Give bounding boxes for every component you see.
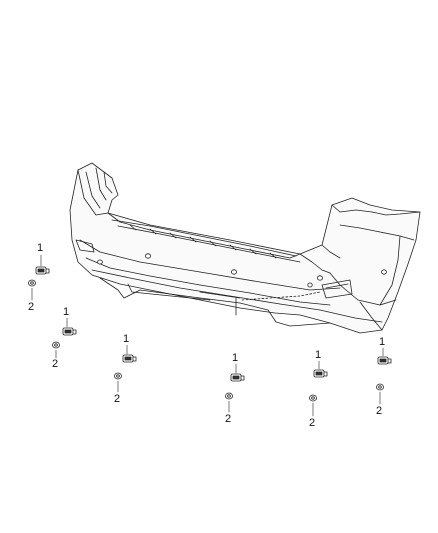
retainer-2f bbox=[376, 383, 384, 391]
rear-bumper-fascia bbox=[69, 162, 421, 334]
leader-lines bbox=[31, 254, 384, 417]
callout-2a: 2 bbox=[28, 301, 35, 313]
callout-2f: 2 bbox=[376, 405, 383, 417]
sensor-1e bbox=[313, 369, 328, 378]
sensor-1f bbox=[377, 356, 392, 365]
callout-2c: 2 bbox=[114, 393, 121, 405]
retainer-2c bbox=[114, 372, 122, 380]
callout-2d: 2 bbox=[225, 413, 232, 425]
callout-1f: 1 bbox=[379, 336, 386, 348]
sensor-1b bbox=[62, 327, 77, 336]
sensor-1d bbox=[230, 373, 245, 382]
callout-1d: 1 bbox=[232, 352, 239, 364]
callout-1a: 1 bbox=[37, 242, 44, 254]
callout-1b: 1 bbox=[63, 306, 70, 318]
retainer-2e bbox=[309, 394, 317, 402]
retainer-2b bbox=[52, 341, 60, 349]
callout-2b: 2 bbox=[52, 358, 59, 370]
sensor-1c bbox=[122, 354, 137, 363]
callout-1e: 1 bbox=[315, 349, 322, 361]
sensor-1a bbox=[35, 266, 50, 275]
retainer-2d bbox=[225, 392, 233, 400]
callout-1c: 1 bbox=[123, 333, 130, 345]
callout-2e: 2 bbox=[309, 417, 316, 429]
retainer-2a bbox=[28, 279, 36, 287]
